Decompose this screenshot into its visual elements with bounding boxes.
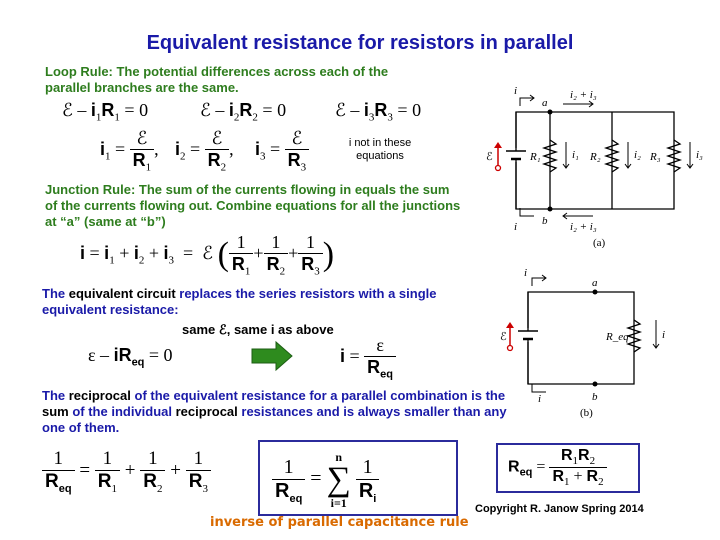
right-arrow-icon [251, 340, 293, 372]
note-i-not-in: i not in these equations [348, 137, 412, 162]
circuit-b-label: R_eq [605, 331, 629, 343]
loop-rule-text: Loop Rule: The potential differences acr… [45, 64, 389, 95]
circuit-a-label: ℰ [486, 151, 493, 163]
circuit-a-label: i₃ [696, 149, 703, 161]
circuit-b-diagram: i a ℰ R_eq i i b (b) [500, 268, 665, 419]
circuit-b-label: i [538, 393, 541, 405]
circuit-b-caption: (b) [580, 407, 593, 419]
circuit-b-label: b [592, 391, 598, 403]
circuit-a-label: i₁ [572, 149, 579, 161]
circuit-b-label: ℰ [500, 331, 507, 343]
footer-rule: inverse of parallel capacitance rule [210, 515, 469, 530]
circuit-a-label: i [514, 85, 517, 97]
circuit-a-diagram: i a i₂ + i₃ ℰ R₁ i₁ R₂ i₂ R₃ i₃ i b i₂ +… [486, 85, 703, 248]
eq-loop-2: ℰ – i2R2 = 0 [200, 100, 287, 124]
circuit-a-label: i₂ + i₃ [570, 89, 597, 101]
same-e-same-i: same ℰ, same i as above [182, 322, 334, 337]
circuit-b-label: i [524, 268, 527, 279]
circuit-a-label: R₁ [529, 151, 541, 163]
circuit-a-label: R₂ [589, 151, 601, 163]
copyright: Copyright R. Janow Spring 2014 [475, 503, 644, 515]
circuit-b-label: i [662, 329, 665, 341]
circuit-a-label: R₃ [649, 151, 661, 163]
junction-rule-text: Junction Rule: The sum of the currents f… [45, 182, 461, 229]
reciprocal-text: The reciprocal of the equivalent resista… [42, 388, 507, 435]
page-title: Equivalent resistance for resistors in p… [146, 32, 574, 54]
eq-loop-1: ℰ – i1R1 = 0 [62, 100, 149, 124]
circuit-a-label: b [542, 215, 548, 227]
circuit-b-label: a [592, 277, 598, 289]
circuit-a-label: i [514, 221, 517, 233]
equivalent-circuit-text: The equivalent circuit replaces the seri… [42, 286, 437, 317]
circuit-a-label: i₂ [634, 149, 641, 161]
circuit-a-label: i₂ + i₃ [570, 221, 597, 233]
eq-equiv-loop: ε – iReq = 0 [88, 345, 173, 369]
circuit-a-label: a [542, 97, 548, 109]
circuit-a-caption: (a) [593, 237, 606, 248]
eq-loop-3: ℰ – i3R3 = 0 [335, 100, 422, 124]
